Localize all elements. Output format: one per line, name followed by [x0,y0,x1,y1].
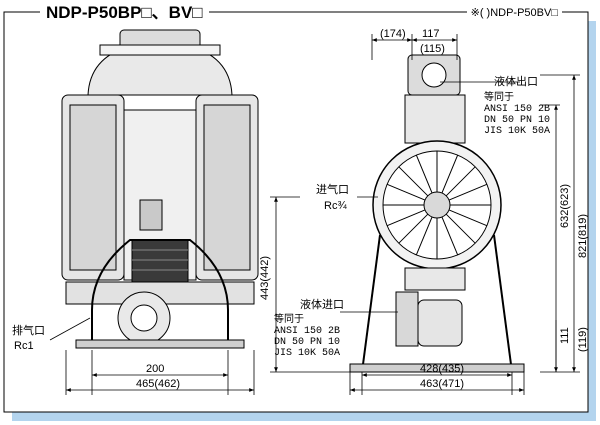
disk-spoke [445,213,476,244]
disk-spoke [445,166,476,197]
front-base [75,339,245,349]
disk-spoke [386,183,426,201]
air-inlet-label: 进气口 [316,182,349,196]
inlet-spec-1: ANSI 150 2B [274,326,340,337]
dim-height-total: 821(819) [577,214,589,258]
dim-side-outer: 463(471) [420,378,464,390]
dimension-lines [49,34,580,395]
outlet-spec-1: ANSI 150 2B [484,104,550,115]
page-title: NDP-P50BP□、BV□ [40,3,209,23]
exhaust-size: Rc1 [14,340,34,352]
air-inlet-size: Rc¾ [324,200,347,212]
side-hub [423,191,451,219]
side-left-leg [361,234,381,373]
side-base [349,363,525,373]
dim-top-width-alt: (115) [420,43,445,55]
side-upper-manifold [404,94,466,144]
dim-height-outlet: 632(623) [559,184,571,228]
side-right-leg [493,234,513,373]
dim-front-outer: 465(462) [136,378,180,390]
front-muffler [131,239,189,283]
outlet-label: 液体出口 [494,74,538,88]
disk-spoke [415,154,433,194]
variant-note: ※( )NDP-P50BV□ [466,5,562,21]
dim-height-air: 443(442) [259,256,271,300]
disk-spoke [441,154,459,194]
dim-top-width: 117 [422,28,440,40]
front-view [61,29,259,349]
inlet-spec-3: JIS 10K 50A [274,348,340,359]
side-inlet-flange [395,291,419,347]
inlet-spec-0: 等同于 [274,312,304,326]
dim-height-inlet: 111 [559,327,571,344]
outlet-spec-3: JIS 10K 50A [484,126,550,137]
outlet-spec-0: 等同于 [484,90,514,104]
dim-front-inner: 200 [146,363,164,375]
side-lower-manifold [404,267,466,291]
front-support-frame [91,239,229,348]
disk-spoke [415,216,433,256]
side-view [349,54,525,373]
callouts: 液体出口 等同于 ANSI 150 2B DN 50 PN 10 JIS 10K… [12,74,550,359]
disk-spoke [448,209,488,227]
disk-spoke [441,216,459,256]
dim-top-offset: (174) [380,28,406,40]
disk-spoke [398,213,429,244]
disk-spoke [386,209,426,227]
dim-side-inner: 428(435) [420,363,464,375]
disk-spoke [398,166,429,197]
inlet-spec-2: DN 50 PN 10 [274,337,340,348]
dimension-text: (174) 117 (115) 821(819) 632(623) 443(44… [136,28,589,390]
disk-spoke [448,183,488,201]
exhaust-label: 排气口 [12,323,45,337]
inlet-label: 液体进口 [300,297,344,311]
dim-height-inlet-alt: (119) [577,327,589,352]
outlet-spec-2: DN 50 PN 10 [484,115,550,126]
